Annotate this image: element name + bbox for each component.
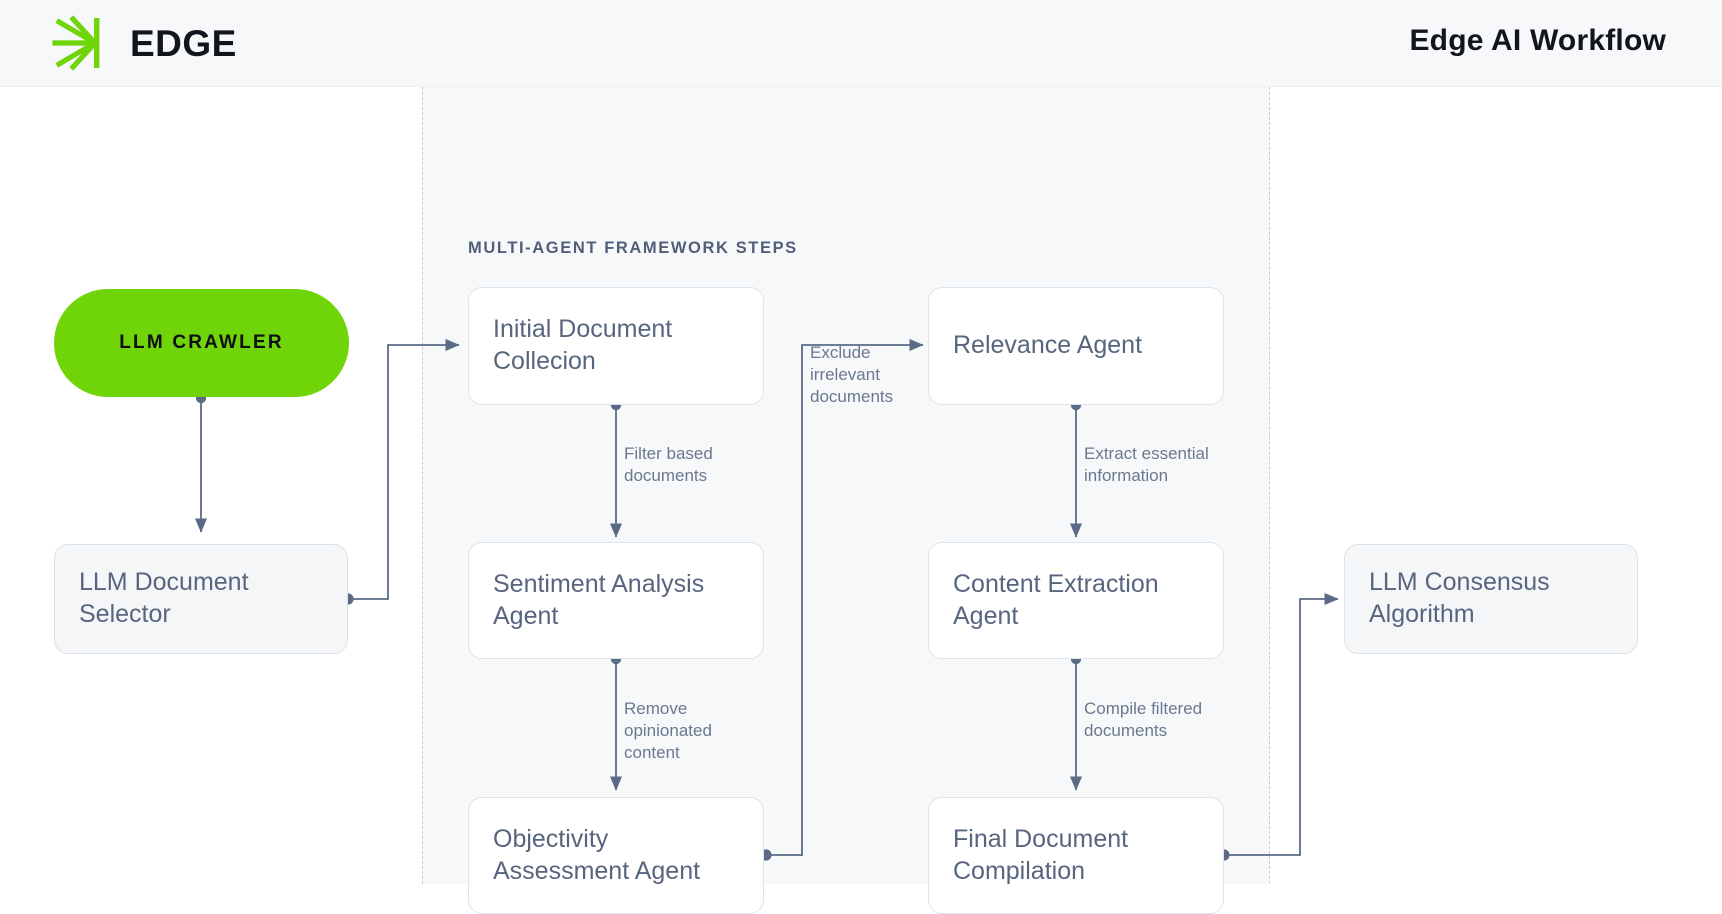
node-llm-crawler[interactable]: LLM CRAWLER (54, 289, 349, 397)
node-llm-crawler-label: LLM CRAWLER (119, 332, 284, 353)
node-objectivity-assessment-agent[interactable]: Objectivity Assessment Agent (468, 797, 764, 914)
edge-label-exclude-irrelevant-documents: Exclude irrelevant documents (810, 343, 894, 407)
diagram-canvas: MULTI-AGENT FRAMEWORK STEPS (0, 87, 1722, 914)
app-header: EDGE Edge AI Workflow (0, 0, 1722, 87)
page-title: Edge AI Workflow (1409, 24, 1666, 57)
node-initial-document-collection[interactable]: Initial Document Collecion (468, 287, 764, 405)
node-llm-document-selector[interactable]: LLM Document Selector (54, 544, 348, 654)
edge-label-compile-filtered-documents: Compile filtered documents (1084, 699, 1203, 741)
node-sentiment-analysis-agent-label: Sentiment Analysis Agent (493, 569, 705, 630)
brand-name: EDGE (130, 22, 237, 64)
edge-label-extract-essential-information: Extract essential information (1084, 444, 1209, 486)
node-initial-document-collection-label: Initial Document Collecion (493, 315, 673, 375)
node-relevance-agent-label: Relevance Agent (953, 331, 1143, 360)
edge-label-remove-opinionated-content: Remove opinionated content (624, 699, 712, 763)
panel-label: MULTI-AGENT FRAMEWORK STEPS (468, 239, 798, 257)
node-llm-consensus-algorithm[interactable]: LLM Consensus Algorithm (1344, 544, 1638, 654)
brand: EDGE (50, 12, 237, 74)
node-content-extraction-agent[interactable]: Content Extraction Agent (928, 542, 1224, 659)
node-final-document-compilation[interactable]: Final Document Compilation (928, 797, 1224, 914)
edge-label-filter-based-documents: Filter based documents (624, 444, 713, 486)
node-llm-consensus-algorithm-label: LLM Consensus Algorithm (1369, 568, 1550, 628)
node-sentiment-analysis-agent[interactable]: Sentiment Analysis Agent (468, 542, 764, 659)
node-final-document-compilation-label: Final Document Compilation (953, 824, 1129, 885)
node-objectivity-assessment-agent-label: Objectivity Assessment Agent (493, 824, 701, 885)
edge-starburst-logo-icon (52, 15, 100, 71)
node-relevance-agent[interactable]: Relevance Agent (928, 287, 1224, 405)
node-llm-document-selector-label: LLM Document Selector (79, 568, 249, 628)
node-content-extraction-agent-label: Content Extraction Agent (953, 569, 1159, 630)
